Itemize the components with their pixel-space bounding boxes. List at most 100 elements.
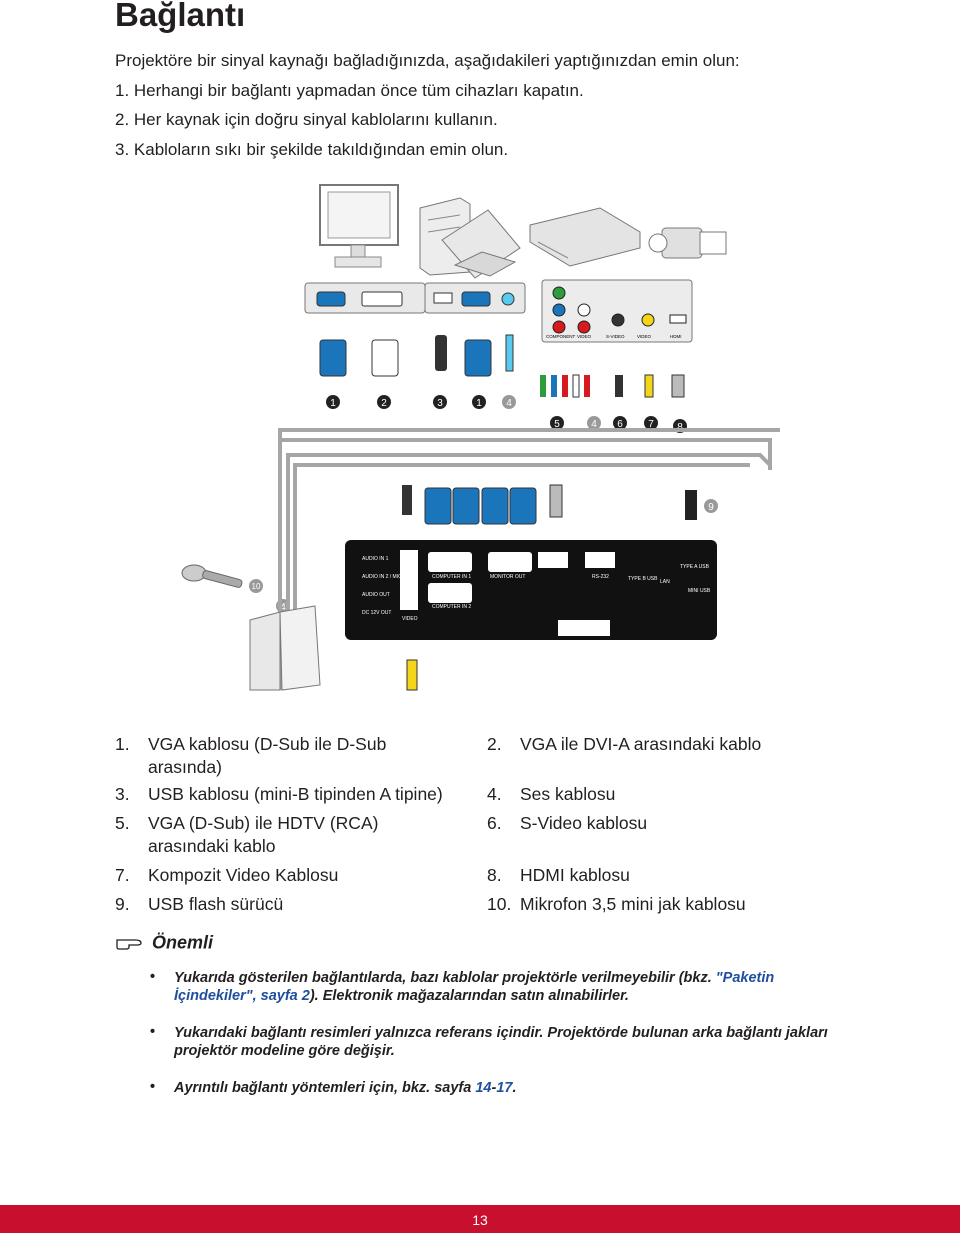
- note-text: -: [491, 1080, 497, 1096]
- legend-number: 7.: [115, 865, 130, 885]
- package-contents-link[interactable]: "Paketin İçindekiler", sayfa 2: [174, 970, 775, 1004]
- video-port-label: VIDEO: [402, 616, 418, 622]
- legend-item: 6.S-Video kablosu: [487, 812, 817, 835]
- rs232-label: RS-232: [592, 574, 609, 580]
- callout-1: 1: [330, 398, 336, 409]
- legend-number: 4.: [487, 784, 502, 804]
- monitor-out-label: MONITOR OUT: [490, 574, 525, 580]
- laptop-illustration: [441, 209, 521, 279]
- legend-text: Mikrofon 3,5 mini jak kablosu: [520, 894, 746, 914]
- note-text: Ayrıntılı bağlantı yöntemleri için, bkz.…: [174, 1080, 476, 1096]
- cable-routing: [278, 428, 780, 690]
- callout-9: 9: [708, 502, 714, 513]
- legend-number: 3.: [115, 784, 130, 804]
- composite-video-cable: [406, 659, 418, 691]
- legend-text: VGA kablosu (D-Sub ile D-Sub: [148, 734, 387, 754]
- legend-item: 5. VGA (D-Sub) ile HDTV (RCA) arasındaki k…: [115, 812, 475, 858]
- dvd-player-illustration: [529, 207, 641, 267]
- legend-item: 9.USB flash sürücü: [115, 893, 475, 916]
- svideo-label: S-VIDEO: [606, 334, 625, 339]
- lan-label: LAN: [660, 579, 670, 585]
- intro-lead: Projektöre bir sinyal kaynağı bağladığın…: [115, 51, 740, 70]
- legend-row: 7. Kompozit Video Kablosu 8. HDMI kablosu: [115, 864, 815, 893]
- legend-text: S-Video kablosu: [520, 813, 648, 833]
- intro: Projektöre bir sinyal kaynağı bağladığın…: [115, 46, 740, 164]
- audio-in1-label: AUDIO IN 1: [362, 556, 389, 562]
- callout-2: 2: [381, 398, 387, 409]
- intro-step: 3. Kabloların sıkı bir şekilde takıldığı…: [115, 139, 509, 159]
- upper-connectors: [319, 334, 685, 398]
- legend-item: 7. Kompozit Video Kablosu: [115, 864, 475, 887]
- video-label: VIDEO: [577, 334, 592, 339]
- intro-step: 2. Her kaynak için doğru sinyal kablolar…: [115, 110, 498, 129]
- note-text: ). Elektronik mağazalarından satın alına…: [309, 987, 629, 1004]
- callout-4c: 4: [280, 602, 286, 613]
- legend-text: VGA ile DVI-A arasındaki kablo: [520, 734, 762, 754]
- callout-1b: 1: [476, 398, 482, 409]
- page-14-link[interactable]: 14: [475, 1080, 492, 1096]
- legend-text: Kompozit Video Kablosu: [148, 865, 339, 885]
- page-title: Bağlantı: [115, 0, 246, 33]
- legend-number: 1.: [115, 734, 130, 754]
- note-text: .: [512, 1080, 517, 1096]
- audio-in2-label: AUDIO IN 2 / MIC: [362, 574, 402, 580]
- laptop-port-panel: [424, 282, 526, 314]
- bullet-icon: •: [150, 1024, 156, 1040]
- lower-connectors: [402, 484, 697, 525]
- legend-item: 4. Ses kablosu: [487, 783, 817, 806]
- note-text: Yukarıda gösterilen bağlantılarda, bazı …: [174, 970, 716, 986]
- legend-text: Ses kablosu: [520, 784, 616, 804]
- camcorder-illustration: [648, 227, 727, 259]
- type-b-usb-label: TYPE B USB: [628, 576, 658, 582]
- callout-8: 8: [677, 422, 683, 433]
- legend-number: 9.: [115, 894, 130, 914]
- connection-diagram: COMPONENT VIDEO S-VIDEO VIDEO HDMI 1 2 3…: [181, 184, 780, 691]
- legend-text: HDMI kablosu: [520, 865, 630, 885]
- speakers-illustration: [249, 605, 321, 691]
- bullet-icon: •: [150, 1079, 156, 1095]
- legend-item: 10. Mikrofon 3,5 mini jak kablosu: [487, 893, 817, 916]
- important-notes: • Yukarıda gösterilen bağlantılarda, baz…: [150, 969, 860, 1118]
- legend-number: 8.: [487, 865, 502, 885]
- legend-item: 8. HDMI kablosu: [487, 864, 817, 887]
- computer-in1-label: COMPUTER IN 1: [432, 574, 471, 580]
- legend-row: 5. VGA (D-Sub) ile HDTV (RCA) arasındaki k…: [115, 812, 815, 864]
- note-item: • Yukarıdaki bağlantı resimleri yalnızca…: [150, 1024, 860, 1060]
- note-item: • Yukarıda gösterilen bağlantılarda, baz…: [150, 969, 860, 1005]
- callout-4: 4: [506, 398, 512, 409]
- footer-bar: [0, 1205, 960, 1233]
- legend-item: 1. VGA kablosu (D-Sub ile D-Sub arasında): [115, 733, 475, 779]
- callout-5: 5: [554, 419, 560, 430]
- callout-markers: 1 2 3 1 4 5 4 6 7 8 9 10 4: [249, 395, 718, 613]
- component-label: COMPONENT: [546, 334, 576, 339]
- legend-row: 9.USB flash sürücü 10. Mikrofon 3,5 mini …: [115, 893, 815, 922]
- callout-7: 7: [648, 419, 654, 430]
- bullet-icon: •: [150, 969, 156, 985]
- legend-text: VGA (D-Sub) ile HDTV (RCA): [148, 813, 379, 833]
- legend-item: 2.VGA ile DVI-A arasındaki kablo: [487, 733, 817, 756]
- mini-usb-label: MINI USB: [688, 588, 711, 594]
- legend-number: 10.: [487, 894, 512, 914]
- important-label: Önemli: [152, 932, 214, 953]
- callout-4b: 4: [591, 419, 597, 430]
- av-port-panel: COMPONENT VIDEO S-VIDEO VIDEO HDMI: [541, 279, 693, 343]
- legend-text: USB kablosu (mini-B tipinden A tipine): [148, 784, 443, 804]
- callout-3: 3: [437, 398, 443, 409]
- legend-text-cont: arasında): [148, 757, 222, 777]
- note-text: Yukarıdaki bağlantı resimleri yalnızca r…: [174, 1025, 828, 1059]
- page-number: 13: [472, 1212, 488, 1228]
- legend-number: 5.: [115, 813, 130, 833]
- hdmi-label: HDMI: [670, 334, 682, 339]
- pc-monitor-illustration: [319, 184, 399, 268]
- type-a-usb-label: TYPE A USB: [680, 564, 710, 570]
- legend-text-cont: arasındaki kablo: [148, 836, 276, 856]
- legend-row: 3. USB kablosu (mini-B tipinden A tipine)…: [115, 783, 815, 812]
- video2-label: VIDEO: [637, 334, 652, 339]
- intro-step: 1. Herhangi bir bağlantı yapmadan önce t…: [115, 80, 584, 100]
- pointing-hand-icon: [115, 932, 147, 955]
- audio-out-label: AUDIO OUT: [362, 592, 390, 598]
- callout-10: 10: [252, 582, 261, 591]
- page-17-link[interactable]: 17: [496, 1080, 513, 1096]
